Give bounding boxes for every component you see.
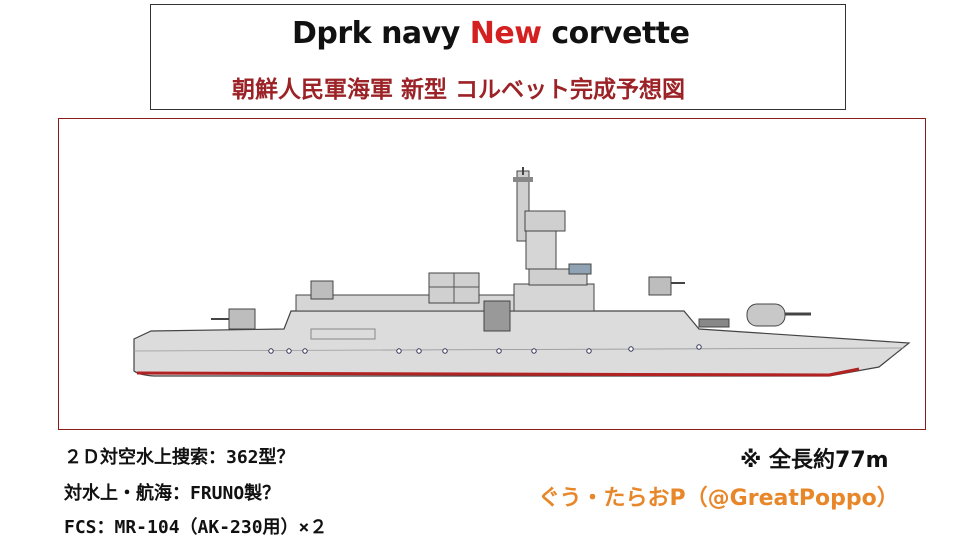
note-fcs: FCS：MR-104（AK-230用）×２ — [64, 517, 328, 538]
title-en-part1: Dprk navy — [292, 16, 470, 51]
title-box — [150, 4, 846, 110]
ak230-mount-2 — [310, 280, 334, 300]
portholes — [268, 344, 702, 354]
title-en-part2: corvette — [541, 16, 690, 51]
length-note: ※ 全長約77m — [740, 448, 889, 473]
note-radar: ２Ｄ対空水上捜索：362型？ — [64, 447, 295, 468]
radar-antenna — [513, 177, 533, 182]
launchers — [483, 300, 511, 332]
corvette-illustration — [133, 167, 911, 377]
ship-drawing-frame — [58, 118, 926, 430]
deck-line — [133, 347, 905, 352]
title-japanese: 朝鮮人民軍海軍 新型 コルベット完成予想図 — [232, 77, 686, 103]
aft-gun-mount — [228, 308, 256, 330]
author-credit: ぐう・たらおP（@GreatPoppo） — [538, 486, 899, 511]
deck-box — [698, 318, 730, 328]
forward-superstructure — [513, 283, 595, 312]
waterline — [136, 367, 860, 377]
bridge-windows — [568, 263, 592, 275]
hull-panel — [310, 328, 376, 340]
forward-gun-mount — [746, 303, 786, 327]
mast-base — [525, 230, 557, 270]
note-navigation: 対水上・航海：FRUNO製？ — [64, 483, 281, 504]
title-en-new: New — [469, 16, 542, 51]
ak230-mount-1 — [648, 276, 672, 296]
title-english: Dprk navy New corvette — [292, 16, 690, 51]
mast-platform — [524, 210, 566, 232]
